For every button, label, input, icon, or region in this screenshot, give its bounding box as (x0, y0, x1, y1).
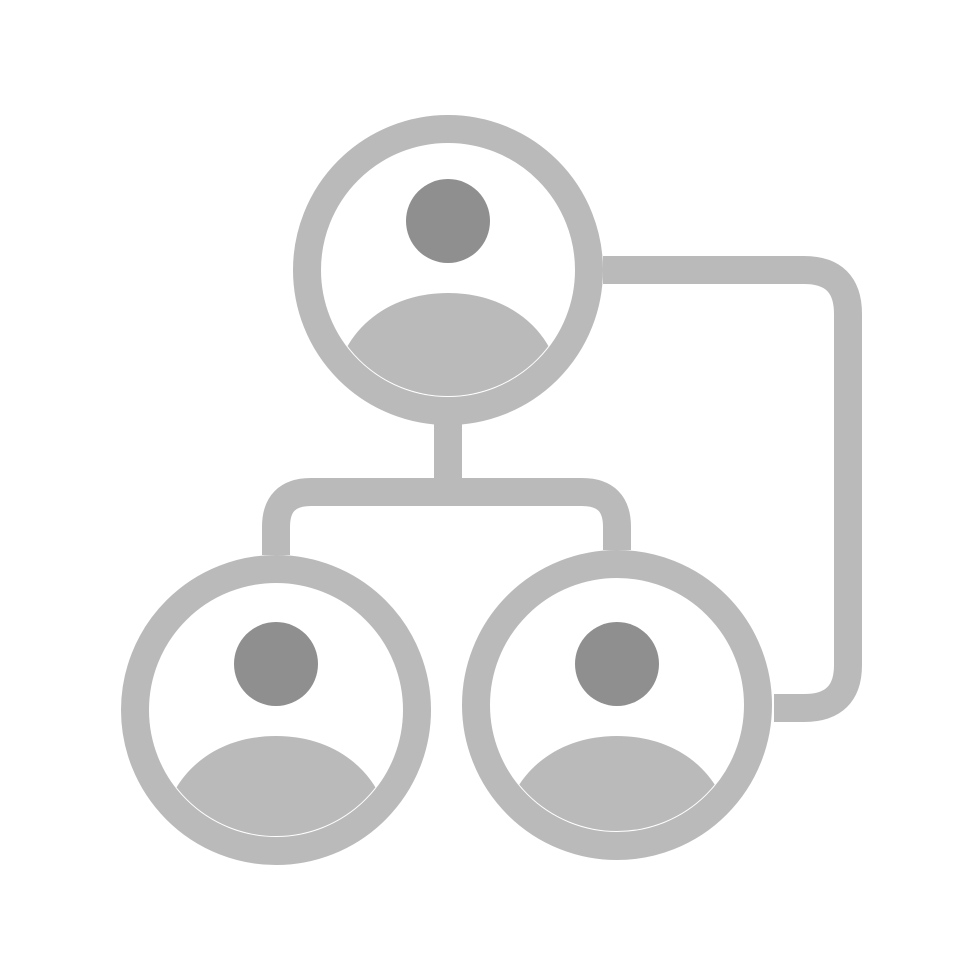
person-head-icon (234, 622, 318, 706)
person-head-icon (575, 622, 659, 706)
connector-branch (262, 478, 631, 555)
connector-side-loop (603, 256, 862, 722)
person-node-top (293, 115, 603, 425)
connector-lines (262, 256, 862, 722)
person-node-bottom-right (462, 550, 772, 860)
person-node-bottom-left (121, 555, 431, 865)
person-head-icon (406, 179, 490, 263)
